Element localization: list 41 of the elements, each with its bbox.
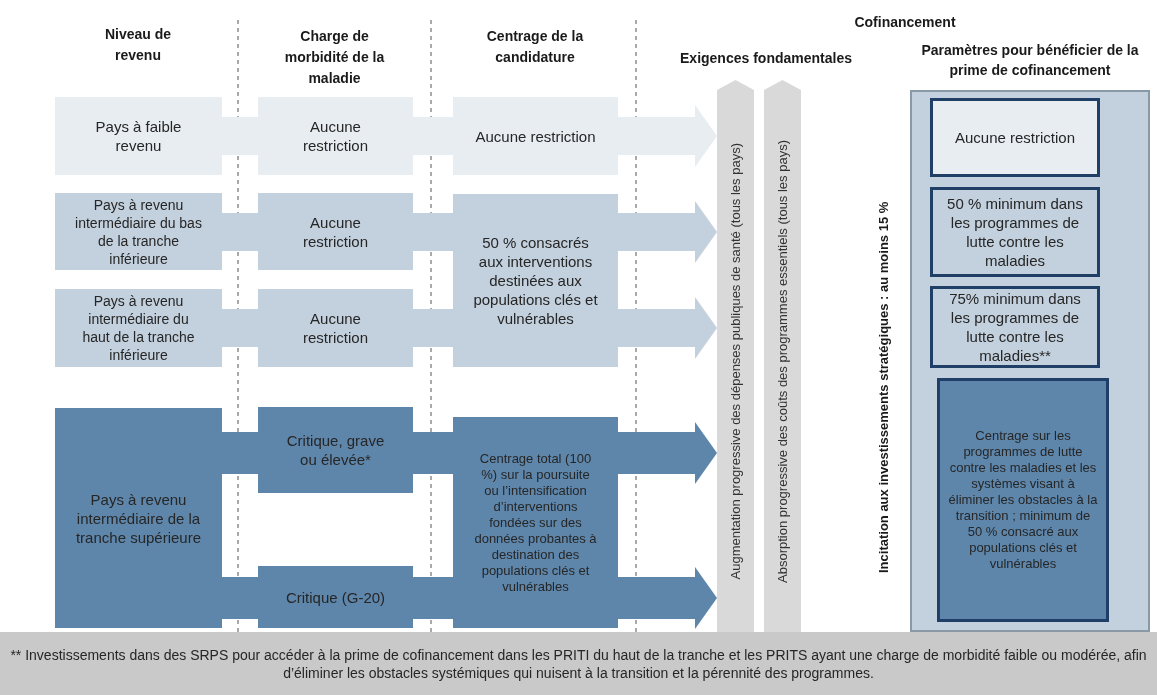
parameter-box: 75% minimum dans les programmes de lutte contre les maladies** [930, 286, 1100, 368]
burden-box: Aucune restriction [258, 289, 413, 367]
band-connector [222, 432, 258, 474]
band-connector [222, 309, 258, 347]
focus-box: 50 % consacrés aux interventions destinées aux populations clés et vulnérables [453, 194, 618, 367]
band-connector [413, 117, 453, 155]
panel-heading: Paramètres pour bénéficier de la prime de cofinancement [920, 41, 1140, 80]
band-connector [413, 213, 453, 251]
footnote-band: ** Investissements dans des SRPS pour accéder à la prime de cofinancement dans les PRITI du haut de la tranche et les PRITS ayant une charge de morbidité faible ou modérée, afin d’éliminer les obstacles systémiques qui nuisent à la transition et la pérennité des programmes. [0, 632, 1157, 695]
column-heading: Exigences fondamentales [679, 49, 853, 68]
band-connector [413, 432, 453, 474]
income-box: Pays à revenu intermédiaire de la tranche supérieure [55, 408, 222, 628]
band-connector [222, 117, 258, 155]
band-connector [413, 577, 453, 619]
income-box: Pays à faible revenu [55, 97, 222, 175]
band-connector [222, 577, 258, 619]
vertical-label: Incitation aux investissements stratégiques : au moins 15 % [875, 200, 892, 576]
column-heading: Niveau de revenu [103, 25, 173, 65]
burden-box: Critique (G-20) [258, 566, 413, 628]
band-arrow [618, 422, 717, 484]
parameter-box: 50 % minimum dans les programmes de lutte contre les maladies [930, 187, 1100, 277]
focus-box: Centrage total (100 %) sur la poursuite ou l’intensification d’interventions fondées sur des données probantes à destination des populations clés et vulnérables [453, 417, 618, 628]
burden-box: Critique, grave ou élevée* [258, 407, 413, 493]
band-connector [413, 309, 453, 347]
band-arrow [618, 201, 717, 263]
band-connector [222, 213, 258, 251]
focus-box: Aucune restriction [453, 97, 618, 175]
income-box: Pays à revenu intermédiaire du bas de la tranche inférieure [55, 193, 222, 270]
column-heading: Charge de morbidité de la maladie [283, 27, 386, 88]
chevron-bar: Absorption progressive des coûts des programmes essentiels (tous les pays) [764, 80, 801, 632]
band-arrow [618, 567, 717, 629]
burden-box: Aucune restriction [258, 193, 413, 270]
band-arrow [618, 105, 717, 167]
burden-box: Aucune restriction [258, 97, 413, 175]
income-box: Pays à revenu intermédiaire du haut de la tranche inférieure [55, 289, 222, 367]
parameter-box: Centrage sur les programmes de lutte contre les maladies et les systèmes visant à éliminer les obstacles à la transition ; minimum de 50 % consacré aux populations clés et vulnérables [937, 378, 1109, 622]
parameter-box: Aucune restriction [930, 98, 1100, 177]
band-arrow [618, 297, 717, 359]
column-heading: Centrage de la candidature [485, 27, 585, 67]
chevron-bar: Augmentation progressive des dépenses publiques de santé (tous les pays) [717, 80, 754, 632]
column-heading: Cofinancement [853, 13, 957, 32]
